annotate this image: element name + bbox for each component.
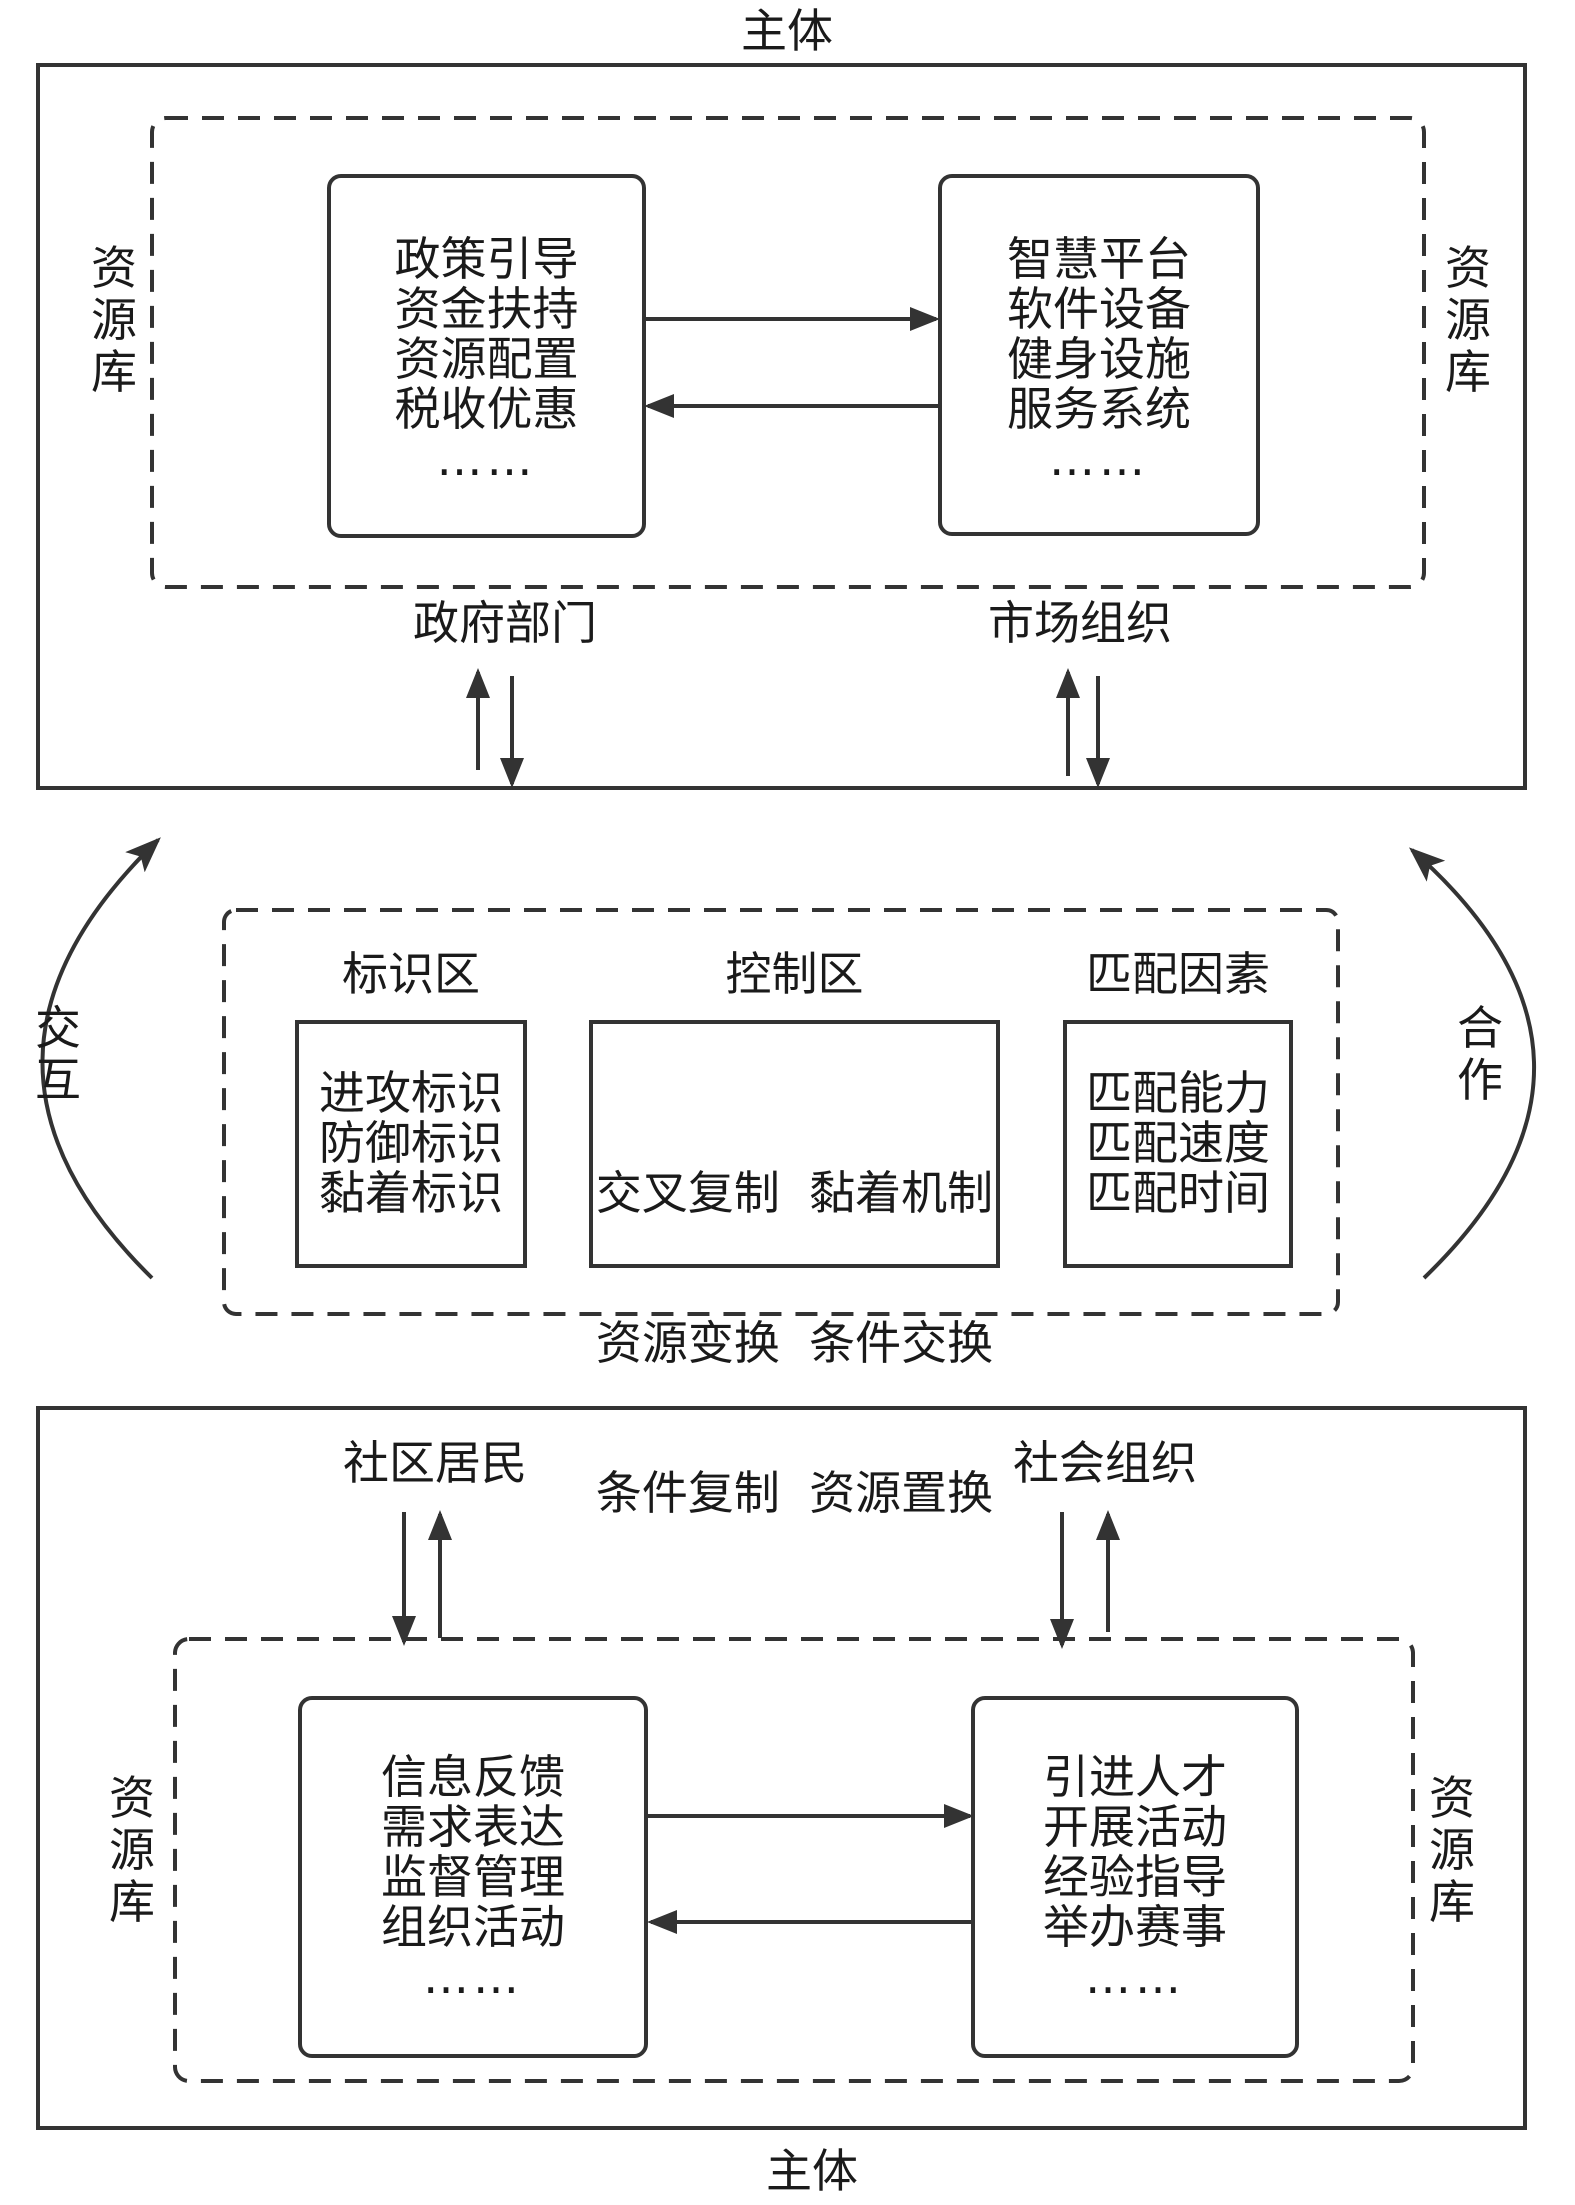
bottom-right-line: 引进人才 bbox=[1043, 1750, 1227, 1804]
bottom-left-box bbox=[298, 1696, 648, 2058]
matching-line: 匹配时间 bbox=[1086, 1166, 1270, 1220]
top-right-line: 服务系统 bbox=[1007, 382, 1191, 436]
residents-label: 社区居民 bbox=[343, 1436, 527, 1490]
matching-line: 匹配速度 bbox=[1086, 1116, 1270, 1170]
matching-factors-box bbox=[1063, 1020, 1293, 1268]
identification-zone-header: 标识区 bbox=[342, 947, 480, 1001]
bottom-left-line: 组织活动 bbox=[381, 1900, 565, 1954]
top-resource-label-right: 资源库 bbox=[1445, 241, 1491, 399]
bottom-left-ellipsis: …… bbox=[423, 1950, 523, 2004]
bottom-right-ellipsis: …… bbox=[1085, 1950, 1185, 2004]
top-right-line: 健身设施 bbox=[1007, 332, 1191, 386]
matching-factors-text: 匹配能力 匹配速度 匹配时间 bbox=[1065, 1068, 1291, 1218]
top-right-box bbox=[938, 174, 1260, 536]
identification-line: 黏着标识 bbox=[319, 1166, 503, 1220]
top-left-line: 资金扶持 bbox=[394, 282, 579, 336]
control-line: 资源变换 条件交换 bbox=[595, 1316, 994, 1370]
bottom-right-box bbox=[971, 1696, 1299, 2058]
top-right-ellipsis: …… bbox=[1049, 432, 1149, 486]
top-left-ellipsis: …… bbox=[436, 432, 537, 486]
top-left-box-text: 政策引导 资金扶持 资源配置 税收优惠 …… bbox=[329, 234, 644, 484]
interaction-curve bbox=[40, 837, 161, 1280]
top-left-line: 资源配置 bbox=[394, 332, 579, 386]
cooperation-curve bbox=[1409, 847, 1536, 1280]
bottom-resource-pool bbox=[173, 1637, 1415, 2083]
top-right-line: 智慧平台 bbox=[1007, 232, 1191, 286]
matching-line: 匹配能力 bbox=[1086, 1066, 1270, 1120]
top-left-box bbox=[327, 174, 646, 538]
bottom-left-line: 信息反馈 bbox=[381, 1750, 565, 1804]
cooperation-label: 合作 bbox=[1457, 1001, 1503, 1107]
control-line: 条件复制 资源置换 bbox=[595, 1466, 994, 1520]
middle-dashed-frame bbox=[222, 908, 1340, 1316]
top-right-box-text: 智慧平台 软件设备 健身设施 服务系统 …… bbox=[940, 234, 1258, 484]
bottom-right-line: 开展活动 bbox=[1043, 1800, 1227, 1854]
bottom-subject-title: 主体 bbox=[766, 2144, 858, 2198]
control-zone-header: 控制区 bbox=[725, 947, 864, 1001]
top-left-line: 税收优惠 bbox=[394, 382, 579, 436]
bottom-left-box-text: 信息反馈 需求表达 监督管理 组织活动 …… bbox=[300, 1752, 646, 2002]
bottom-left-line: 监督管理 bbox=[381, 1850, 565, 1904]
identification-zone-text: 进攻标识 防御标识 黏着标识 bbox=[297, 1068, 525, 1218]
top-left-line: 政策引导 bbox=[394, 232, 579, 286]
market-label: 市场组织 bbox=[988, 596, 1172, 650]
bottom-subject-frame bbox=[36, 1406, 1527, 2130]
bottom-left-line: 需求表达 bbox=[381, 1800, 565, 1854]
social-org-label: 社会组织 bbox=[1013, 1436, 1197, 1490]
control-line: 交叉复制 黏着机制 bbox=[595, 1166, 994, 1220]
identification-line: 防御标识 bbox=[319, 1116, 503, 1170]
control-zone-box bbox=[589, 1020, 1000, 1268]
matching-factors-header: 匹配因素 bbox=[1086, 947, 1270, 1001]
top-resource-label-left: 资源库 bbox=[91, 241, 137, 399]
identification-line: 进攻标识 bbox=[319, 1066, 503, 1120]
interaction-label: 交互 bbox=[35, 1001, 81, 1107]
top-subject-frame bbox=[36, 63, 1527, 790]
control-zone-text: 交叉复制 黏着机制 资源变换 条件交换 条件复制 资源置换 bbox=[591, 1068, 998, 1618]
government-label: 政府部门 bbox=[413, 596, 597, 650]
top-resource-pool bbox=[150, 116, 1426, 589]
top-subject-title: 主体 bbox=[741, 4, 833, 58]
bottom-right-box-text: 引进人才 开展活动 经验指导 举办赛事 …… bbox=[973, 1752, 1297, 2002]
bottom-right-line: 经验指导 bbox=[1043, 1850, 1227, 1904]
top-right-line: 软件设备 bbox=[1007, 282, 1191, 336]
identification-zone-box bbox=[295, 1020, 527, 1268]
bottom-resource-label-right: 资源库 bbox=[1429, 1771, 1475, 1929]
bottom-right-line: 举办赛事 bbox=[1043, 1900, 1227, 1954]
bottom-resource-label-left: 资源库 bbox=[109, 1771, 155, 1929]
